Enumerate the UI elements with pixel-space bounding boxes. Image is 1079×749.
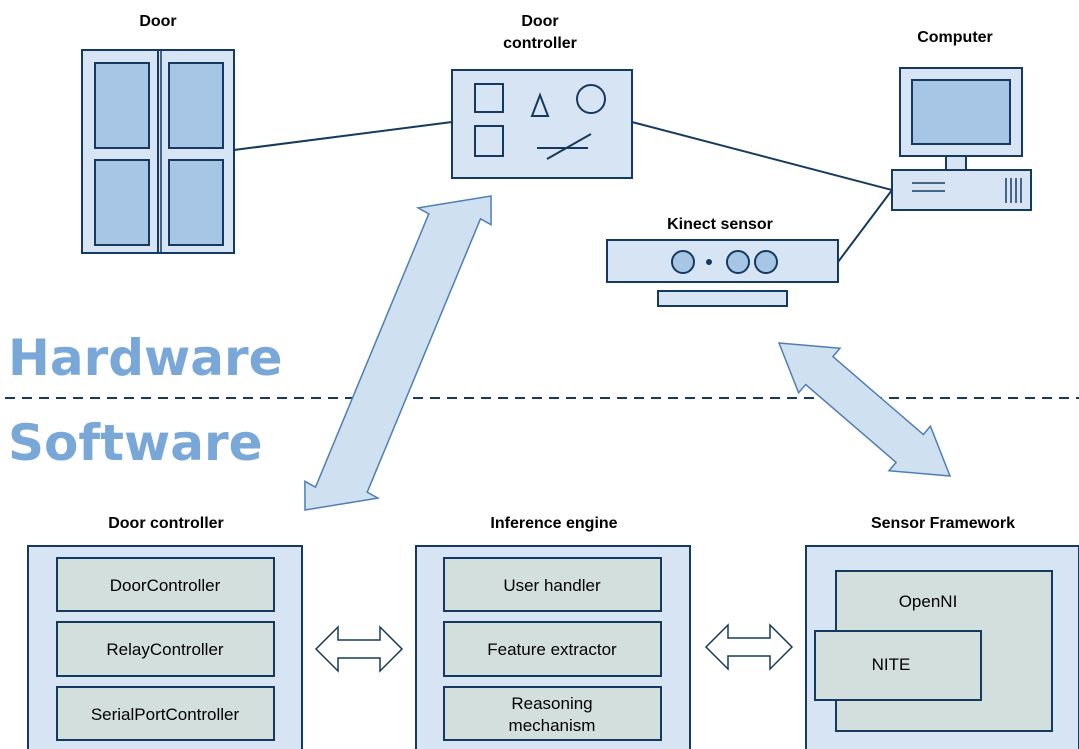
kinect-sensor-icon bbox=[606, 239, 839, 307]
module-doorcontroller-label: DoorController bbox=[110, 576, 221, 595]
inference-sensor-arrow bbox=[704, 623, 794, 671]
sensor-framework-title: Sensor Framework bbox=[871, 515, 1015, 532]
sensor-framework-box: OpenNI NITE bbox=[805, 545, 1079, 749]
door-controller-icon bbox=[451, 69, 633, 179]
controller-inference-arrow bbox=[314, 625, 404, 673]
module-serialportcontroller-label: SerialPortController bbox=[91, 705, 240, 724]
door-controller-label-line1: Door bbox=[521, 13, 558, 30]
hardware-layer-title: Hardware bbox=[8, 329, 283, 387]
module-feature-extractor-label: Feature extractor bbox=[487, 640, 617, 659]
module-reasoning-mechanism bbox=[443, 686, 662, 741]
module-reasoning-mechanism-label-line1: Reasoning bbox=[511, 694, 592, 713]
module-user-handler-label: User handler bbox=[503, 576, 601, 595]
door-controller-label-line2: controller bbox=[503, 35, 577, 52]
kinect-to-computer-line bbox=[837, 189, 893, 263]
door-icon bbox=[81, 49, 235, 254]
sensor-hw-sw-arrow bbox=[777, 342, 952, 477]
module-relaycontroller-label: RelayController bbox=[106, 640, 223, 659]
module-openni-label: OpenNI bbox=[899, 592, 958, 611]
computer-label: Computer bbox=[917, 29, 993, 46]
kinect-sensor-label: Kinect sensor bbox=[667, 216, 773, 233]
module-reasoning-mechanism-label-line2: mechanism bbox=[509, 716, 596, 735]
module-relaycontroller bbox=[56, 621, 275, 677]
software-layer-title: Software bbox=[8, 414, 263, 472]
door-label: Door bbox=[139, 13, 176, 30]
inference-engine-box: User handler Feature extractor Reasoning… bbox=[415, 545, 691, 749]
module-serialportcontroller bbox=[56, 686, 275, 741]
module-nite bbox=[814, 630, 982, 701]
sw-door-controller-title: Door controller bbox=[108, 515, 224, 532]
module-doorcontroller bbox=[56, 557, 275, 612]
controller-hw-sw-arrow bbox=[304, 195, 492, 511]
module-user-handler bbox=[443, 557, 662, 612]
controller-to-computer-line bbox=[631, 121, 893, 191]
door-to-controller-line bbox=[233, 121, 453, 151]
module-nite-label: NITE bbox=[872, 655, 911, 674]
inference-engine-title: Inference engine bbox=[490, 515, 617, 532]
computer-icon bbox=[891, 67, 1032, 211]
sw-door-controller-box: DoorController RelayController SerialPor… bbox=[27, 545, 303, 749]
module-feature-extractor bbox=[443, 621, 662, 677]
